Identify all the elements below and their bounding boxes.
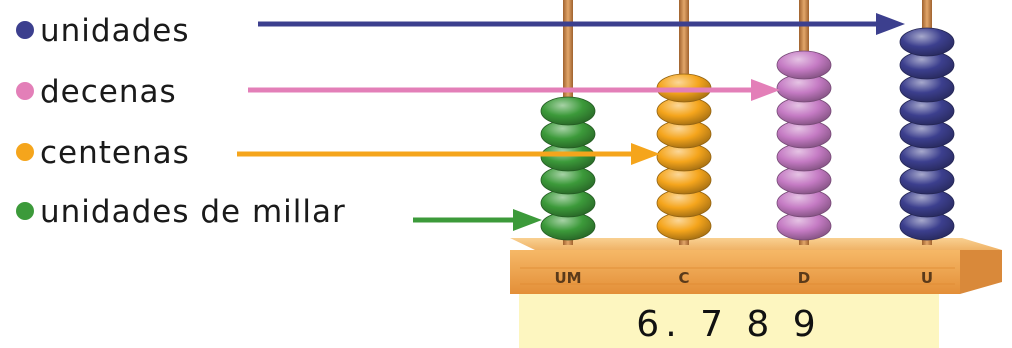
arrow-head [513, 209, 542, 231]
legend-dot [16, 143, 34, 161]
legend-item-unidades: unidades [16, 13, 189, 49]
abacus-base-side [960, 250, 1002, 294]
column-label: UM [554, 269, 581, 287]
arrows [237, 13, 905, 231]
arrow-head [876, 13, 905, 35]
legend-dot [16, 202, 34, 220]
legend-label: unidades de millar [40, 194, 346, 230]
abacus-column-c: C [656, 0, 712, 287]
column-label: U [921, 269, 933, 287]
column-label: C [678, 269, 689, 287]
arrow-centenas [237, 143, 660, 165]
bead-stack [656, 73, 712, 241]
arrow-head [631, 143, 660, 165]
legend-dot [16, 21, 34, 39]
legend-item-centenas: centenas [16, 135, 190, 171]
legend-label: decenas [40, 74, 177, 110]
bead [776, 50, 832, 80]
abacus-column-d: D [776, 0, 832, 287]
bead [540, 96, 596, 126]
abacus-column-u: U [899, 0, 955, 287]
bead-stack [899, 27, 955, 241]
arrow-unidades [258, 13, 905, 35]
arrow-head [751, 79, 780, 101]
value-panel [519, 290, 939, 348]
legend-dot [16, 82, 34, 100]
legend-item-decenas: decenas [16, 74, 177, 110]
bead [899, 27, 955, 57]
legend-label: unidades [40, 13, 189, 49]
legend-label: centenas [40, 135, 190, 171]
bead-stack [540, 96, 596, 241]
number-value: 6. 7 8 9 [636, 304, 821, 345]
abacus-base-top [510, 238, 1002, 250]
legend-item-unidades-de-millar: unidades de millar [16, 194, 346, 230]
legend: unidades decenas centenas unidades de mi… [16, 13, 346, 230]
abacus-column-um: UM [540, 0, 596, 287]
bead-stack [776, 50, 832, 241]
column-label: D [798, 269, 810, 287]
abacus-base-front [510, 250, 960, 294]
arrow-unidades-de-millar [413, 209, 542, 231]
arrow-decenas [248, 79, 780, 101]
